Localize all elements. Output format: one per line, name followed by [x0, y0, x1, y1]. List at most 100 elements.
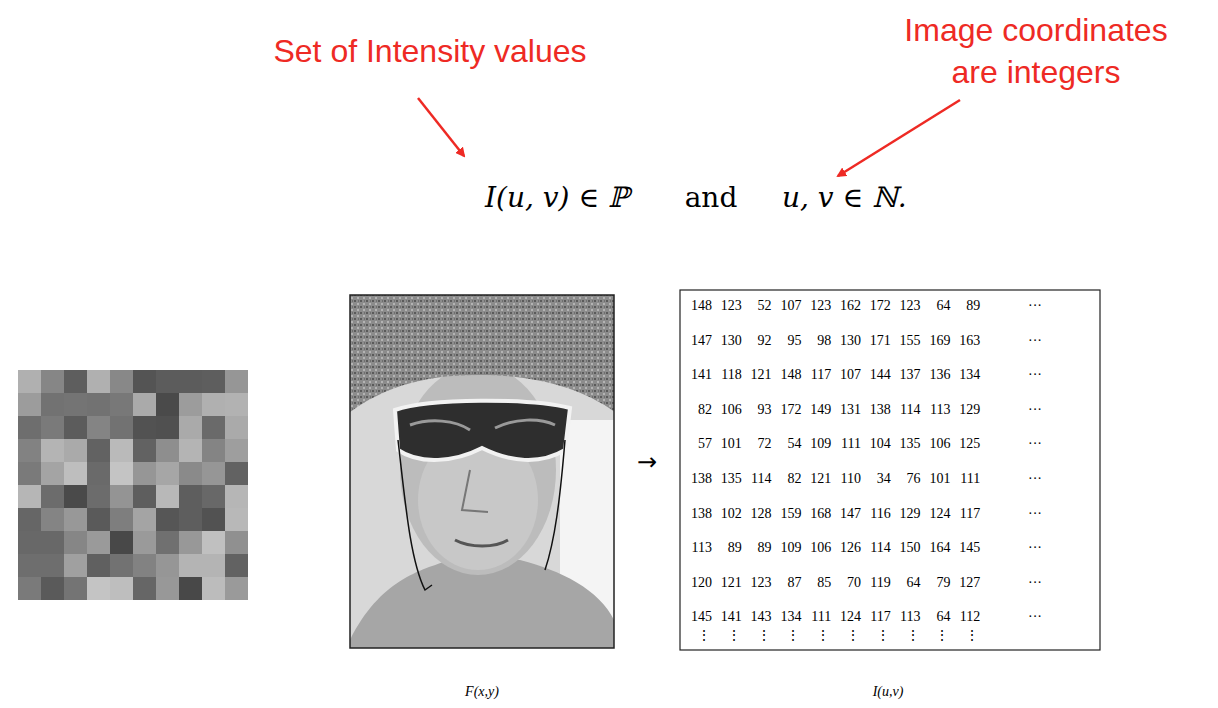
pixel-cell: [87, 462, 110, 485]
table-cell: 54: [787, 437, 801, 451]
pixel-cell: [202, 393, 225, 416]
pixel-cell: [179, 554, 202, 577]
table-cell: 150: [900, 541, 921, 555]
table-cell: 85: [817, 576, 831, 590]
pixel-cell: [18, 577, 41, 600]
pointer-arrow: [418, 98, 464, 156]
pixel-cell: [18, 531, 41, 554]
pixel-cell: [179, 370, 202, 393]
table-cell: 141: [691, 368, 712, 382]
table-cell: 143: [751, 610, 772, 624]
table-cell: 101: [929, 472, 950, 486]
caption: F(x,y): [465, 684, 499, 700]
table-cell: 111: [811, 610, 831, 624]
table-cell: 117: [960, 507, 980, 521]
table-cell: 107: [840, 368, 861, 382]
table-cell: 117: [870, 610, 890, 624]
pixel-cell: [110, 439, 133, 462]
table-cell: 92: [758, 334, 772, 348]
pixel-cell: [41, 577, 64, 600]
table-cell: ···: [1028, 334, 1042, 348]
pixel-cell: [179, 531, 202, 554]
table-cell: ···: [1028, 610, 1042, 624]
pixel-cell: [18, 462, 41, 485]
pixel-cell: [156, 531, 179, 554]
table-cell: 98: [817, 334, 831, 348]
pixel-cell: [225, 485, 248, 508]
table-cell: 114: [900, 403, 920, 417]
table-cell: 93: [758, 403, 772, 417]
pixel-cell: [179, 577, 202, 600]
table-cell: ⋮: [935, 629, 949, 643]
pixel-cell: [202, 462, 225, 485]
table-cell: 144: [870, 368, 891, 382]
table-cell: 124: [840, 610, 861, 624]
pixel-cell: [133, 462, 156, 485]
pixel-cell: [110, 577, 133, 600]
pixel-cell: [202, 416, 225, 439]
table-cell: 145: [691, 610, 712, 624]
pixel-cell: [41, 370, 64, 393]
pixel-cell: [179, 508, 202, 531]
table-cell: ⋮: [757, 629, 771, 643]
table-cell: 134: [959, 368, 980, 382]
pixel-cell: [110, 462, 133, 485]
table-cell: 162: [840, 299, 861, 313]
pixel-cell: [133, 554, 156, 577]
table-cell: 135: [900, 437, 921, 451]
pixel-cell: [202, 485, 225, 508]
table-cell: 168: [810, 507, 831, 521]
table-cell: 114: [870, 541, 890, 555]
pixel-cell: [64, 485, 87, 508]
pixel-cell: [64, 554, 87, 577]
table-cell: 123: [810, 299, 831, 313]
table-cell: 70: [847, 576, 861, 590]
table-cell: 104: [870, 437, 891, 451]
pixel-cell: [156, 554, 179, 577]
formula-part: and: [685, 181, 738, 214]
table-cell: 129: [900, 507, 921, 521]
table-cell: 126: [840, 541, 861, 555]
table-cell: 107: [780, 299, 801, 313]
table-cell: 134: [780, 610, 801, 624]
pixel-cell: [64, 416, 87, 439]
pixel-cell: [202, 508, 225, 531]
photo-frame: [350, 295, 614, 648]
pixel-cell: [18, 508, 41, 531]
photo-illustration: [350, 295, 614, 648]
pixel-cell: [18, 485, 41, 508]
table-cell: ⋮: [876, 629, 890, 643]
pixel-cell: [64, 577, 87, 600]
pixel-cell: [156, 485, 179, 508]
pixel-cell: [64, 531, 87, 554]
pixel-cell: [87, 370, 110, 393]
table-cell: 76: [907, 472, 921, 486]
table-cell: 121: [721, 576, 742, 590]
pixel-cell: [133, 370, 156, 393]
pixel-cell: [179, 439, 202, 462]
pixel-cell: [64, 370, 87, 393]
pixel-cell: [87, 416, 110, 439]
table-cell: 123: [751, 576, 772, 590]
table-cell: 82: [787, 472, 801, 486]
pixel-cell: [225, 439, 248, 462]
pixel-cell: [64, 393, 87, 416]
table-cell: 106: [929, 437, 950, 451]
table-cell: 57: [698, 437, 712, 451]
table-cell: 159: [780, 507, 801, 521]
pixel-cell: [225, 531, 248, 554]
callout-text: Set of Intensity values: [273, 31, 586, 73]
table-cell: 113: [900, 610, 920, 624]
pixel-cell: [179, 485, 202, 508]
table-cell: 79: [936, 576, 950, 590]
table-cell: 102: [721, 507, 742, 521]
table-cell: 120: [691, 576, 712, 590]
table-cell: ···: [1028, 403, 1042, 417]
pixel-cell: [133, 393, 156, 416]
pixel-cell: [133, 485, 156, 508]
formula-part: I(u, v) ∈ ℙ: [485, 181, 629, 214]
pixel-cell: [179, 462, 202, 485]
pixel-cell: [41, 554, 64, 577]
pixel-cell: [18, 439, 41, 462]
pixel-cell: [41, 393, 64, 416]
